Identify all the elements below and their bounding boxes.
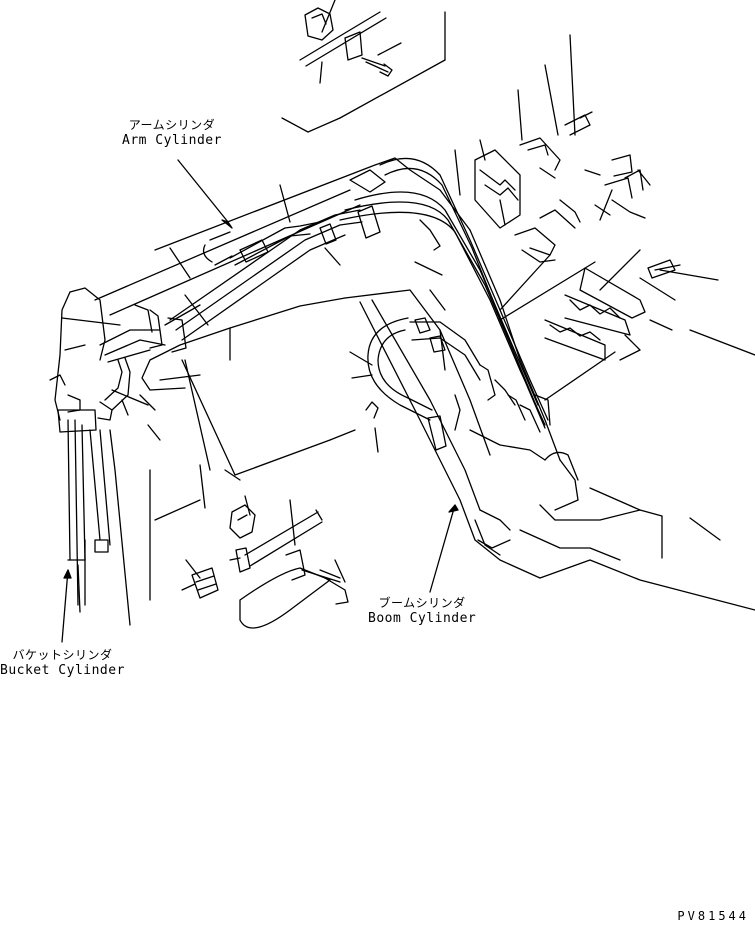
boom-cylinder-label-en: Boom Cylinder bbox=[368, 611, 477, 626]
top-clamp-detail bbox=[281, 0, 446, 133]
bucket-cylinder-label-en: Bucket Cylinder bbox=[0, 663, 125, 678]
drawing-code: PV81544 bbox=[677, 909, 749, 923]
boom-structure bbox=[141, 157, 755, 611]
label-leaders bbox=[61, 159, 459, 643]
boom-cylinder-label-jp: ブームシリンダ bbox=[378, 596, 466, 610]
bucket-cylinder-label: バケットシリンダ Bucket Cylinder bbox=[0, 648, 125, 678]
arm-cylinder bbox=[94, 184, 361, 326]
bucket-cylinder bbox=[57, 409, 97, 613]
bucket-cylinder-label-jp: バケットシリンダ bbox=[12, 648, 113, 662]
bottom-fitting-detail bbox=[181, 495, 349, 629]
arm-cylinder-label-en: Arm Cylinder bbox=[122, 133, 222, 148]
hydraulic-hoses bbox=[169, 157, 551, 451]
arm-linkage bbox=[49, 287, 356, 626]
arm-cylinder-label-jp: アームシリンダ bbox=[128, 118, 216, 132]
arm-cylinder-label: アームシリンダ Arm Cylinder bbox=[122, 118, 222, 148]
right-clamp-parts bbox=[349, 34, 755, 453]
boom-cylinder-label: ブームシリンダ Boom Cylinder bbox=[368, 596, 476, 626]
